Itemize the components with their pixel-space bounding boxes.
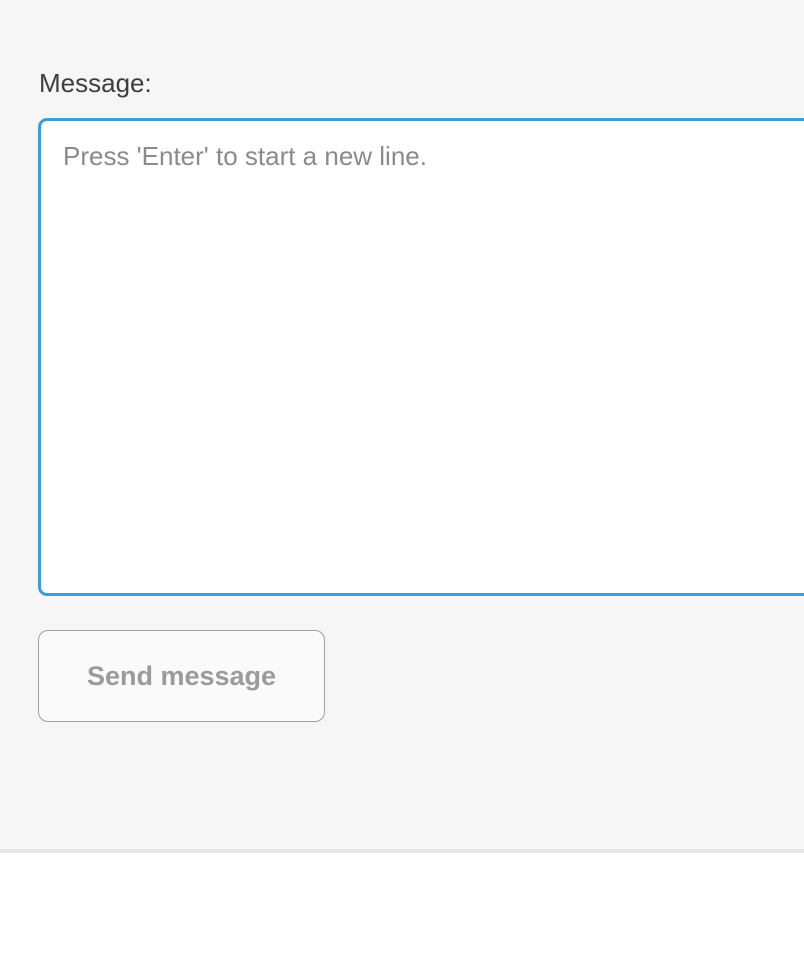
send-message-button[interactable]: Send message	[38, 630, 325, 722]
message-form-section: Message: Send message	[38, 68, 804, 722]
section-divider	[0, 849, 804, 853]
message-textarea[interactable]	[38, 118, 804, 596]
message-label: Message:	[39, 68, 152, 98]
bottom-whitespace	[0, 853, 804, 980]
